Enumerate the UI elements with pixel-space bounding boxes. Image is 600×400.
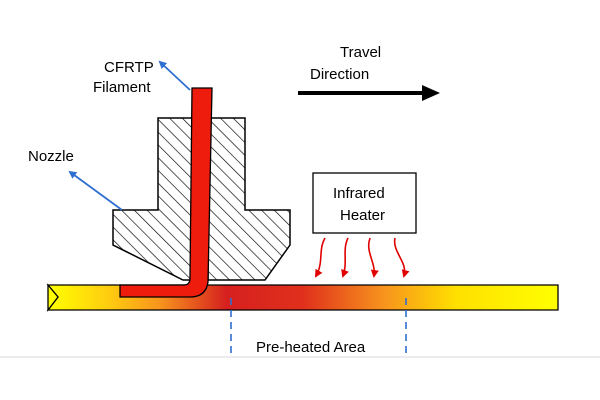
nozzle-body [112, 117, 291, 281]
wavy-arrow-down-icon [393, 237, 410, 278]
heater-label-line2: Heater [340, 207, 385, 224]
preheated-area-markers [230, 298, 407, 356]
filament-pointer-arrow [158, 60, 191, 91]
arrow-right-icon [298, 85, 440, 101]
preheated-area-label: Pre-heated Area [256, 339, 366, 356]
heat-arrows [315, 237, 410, 278]
heater-label-line1: Infrared [333, 185, 385, 202]
travel-label-line2: Direction [310, 66, 369, 83]
wavy-arrow-down-icon [341, 237, 349, 278]
nozzle-pointer-arrow [68, 170, 123, 211]
wavy-arrow-down-icon [367, 237, 379, 278]
cfrtp-filament [119, 87, 213, 298]
travel-label-line1: Travel [340, 44, 381, 61]
nozzle-label: Nozzle [28, 148, 74, 165]
infrared-heater [312, 172, 417, 234]
filament-label-line2: Filament [93, 79, 151, 96]
filament-label-line1: CFRTP [104, 59, 154, 76]
wavy-arrow-down-icon [315, 237, 326, 278]
